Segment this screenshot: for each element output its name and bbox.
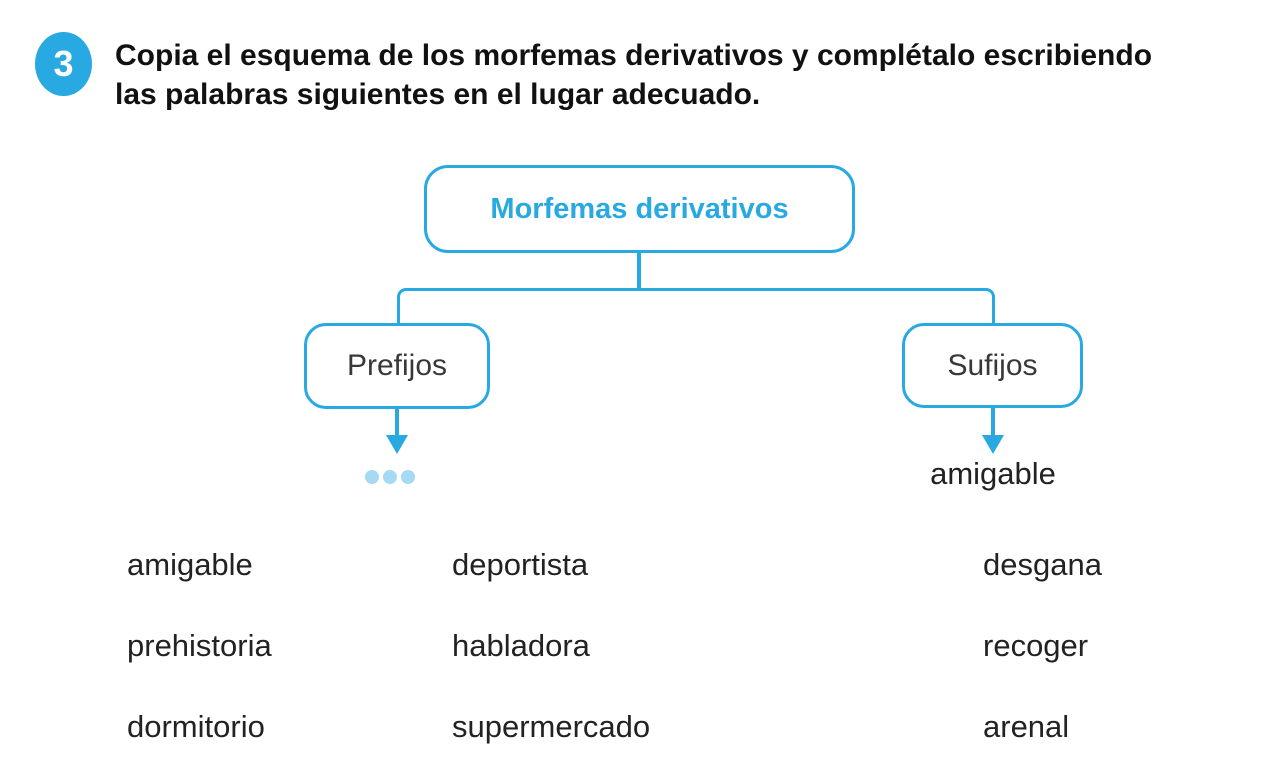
sufijos-arrow-down-icon (982, 435, 1004, 454)
word-bank-item: supermercado (452, 709, 651, 744)
dot-icon (383, 470, 397, 484)
instruction-line-2: las palabras siguientes en el lugar adec… (115, 78, 761, 111)
branch-connector-bracket (397, 288, 995, 323)
word-bank-item: deportista (452, 547, 589, 582)
word-bank-item: amigable (127, 547, 253, 582)
exercise-number-badge: 3 (35, 32, 92, 96)
word-bank-item: recoger (983, 628, 1089, 663)
word-bank-item: prehistoria (127, 628, 272, 663)
instruction-heading: Copia el esquema de los morfemas derivat… (115, 36, 1285, 114)
word-bank-item: dormitorio (127, 709, 265, 744)
sufijos-arrow-stem (991, 408, 995, 436)
prefijos-arrow-down-icon (386, 435, 408, 454)
dot-icon (401, 470, 415, 484)
ellipsis-dots-icon (365, 470, 415, 484)
sufijos-example-word: amigable (930, 456, 1056, 491)
word-bank-item: desgana (983, 547, 1102, 582)
exercise-number: 3 (53, 43, 74, 84)
instruction-line-1: Copia el esquema de los morfemas derivat… (115, 39, 1153, 72)
prefijos-arrow-stem (395, 409, 399, 436)
root-node-morfemas-derivativos: Morfemas derivativos (424, 165, 855, 253)
word-bank-item: habladora (452, 628, 590, 663)
dot-icon (365, 470, 379, 484)
root-connector-line (637, 252, 641, 289)
root-node-label: Morfemas derivativos (490, 192, 789, 225)
node-prefijos-label: Prefijos (346, 349, 448, 382)
word-bank-item: arenal (983, 709, 1070, 744)
node-prefijos: Prefijos (304, 323, 490, 409)
node-sufijos: Sufijos (902, 323, 1083, 408)
node-sufijos-label: Sufijos (947, 348, 1038, 382)
